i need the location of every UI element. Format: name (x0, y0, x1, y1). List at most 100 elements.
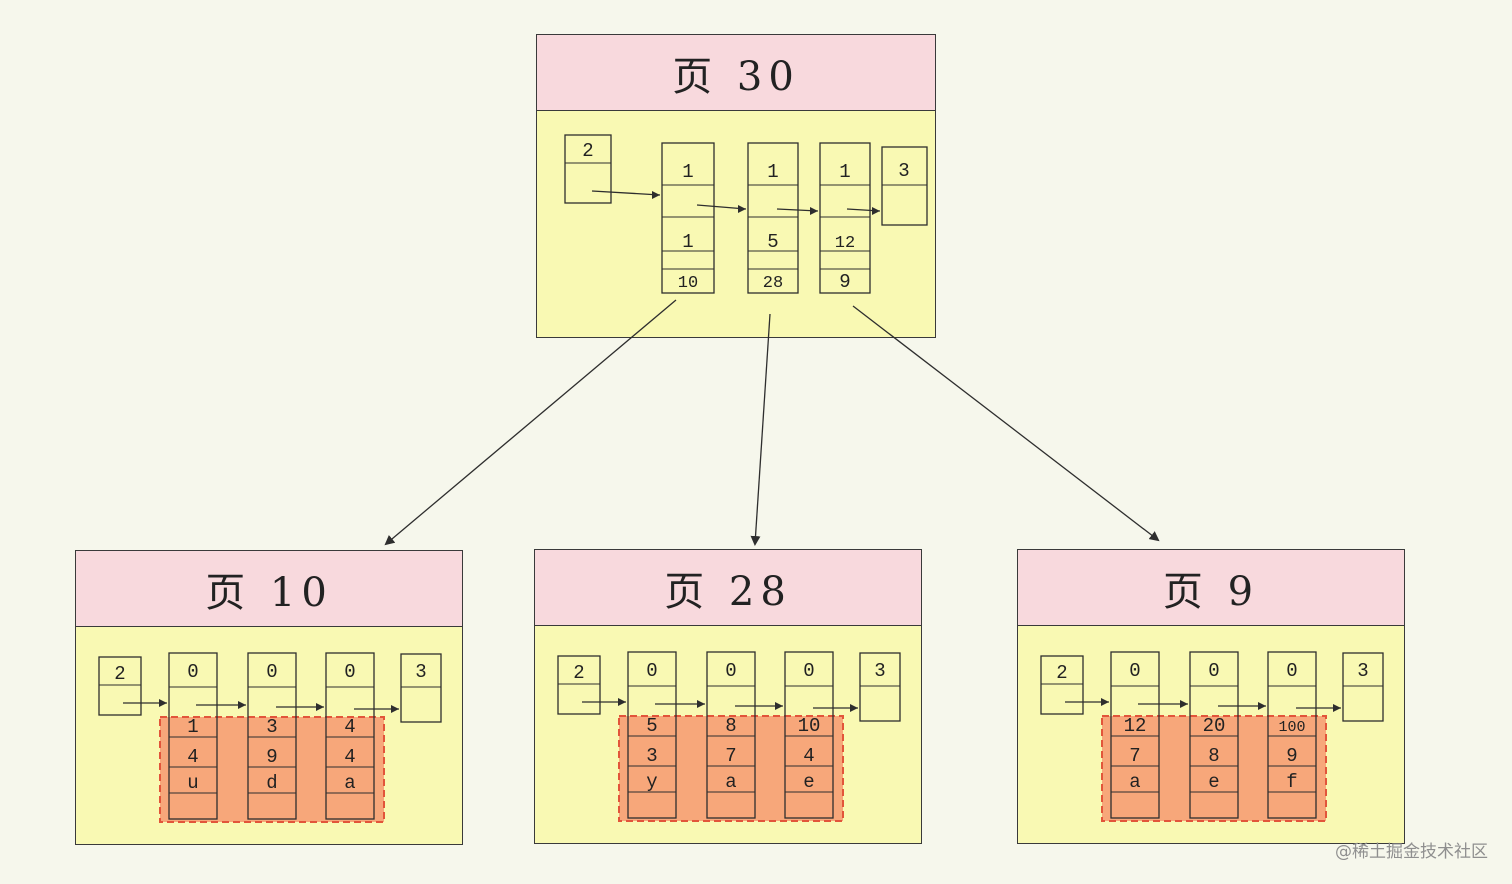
data-record (1110, 651, 1160, 819)
root-page-title: 页 30 (537, 35, 935, 111)
arrowhead-icon (850, 704, 858, 712)
arrowhead-icon (775, 702, 783, 710)
data-record (1267, 651, 1317, 819)
pointer-arrow-to-page-9 (852, 305, 1160, 542)
record-field-value: 4 (344, 746, 355, 768)
record-field-value: 9 (1286, 745, 1297, 767)
record-header-value: 0 (646, 660, 657, 682)
index-record-value: 10 (678, 274, 698, 293)
record-field-value: e (1208, 771, 1219, 793)
record-field-value: 1 (187, 716, 198, 738)
arrowhead-icon (316, 703, 324, 711)
record-field-value: 9 (266, 746, 277, 768)
leaf-page-title: 页 28 (535, 550, 921, 626)
record-field-value: 8 (725, 715, 736, 737)
next-record-arrow (591, 190, 661, 196)
infimum-value: 2 (114, 663, 125, 685)
arrowhead-icon (1258, 702, 1266, 710)
leaf-page-9: 页 9 2 3 0 12 7 a 0 20 8 e 0 100 9 f (1017, 549, 1405, 844)
record-field-value: d (266, 772, 277, 794)
supremum-record (1342, 652, 1384, 722)
record-field-value: f (1286, 771, 1297, 793)
infimum-value: 2 (573, 662, 584, 684)
index-record-value: 9 (839, 271, 850, 293)
next-record-arrow (696, 204, 747, 210)
record-field-value: 100 (1278, 719, 1305, 736)
arrowhead-icon (738, 205, 746, 213)
arrowhead-icon (1333, 704, 1341, 712)
index-record-value: 12 (835, 234, 855, 253)
supremum-record (859, 652, 901, 722)
arrowhead-icon (652, 191, 660, 199)
index-record-value: 1 (682, 231, 693, 253)
infimum-record (557, 655, 601, 715)
record-field-value: a (344, 772, 355, 794)
record-field-value: a (725, 771, 736, 793)
record-field-value: a (1129, 771, 1140, 793)
data-record (784, 651, 834, 819)
data-record (1189, 651, 1239, 819)
supremum-record (400, 653, 442, 723)
arrowhead-icon (872, 207, 880, 215)
record-field-value: e (803, 771, 814, 793)
index-record-value: 1 (839, 161, 850, 183)
arrowhead-icon (159, 699, 167, 707)
record-field-value: y (646, 771, 657, 793)
record-header-value: 0 (1208, 660, 1219, 682)
supremum-value: 3 (874, 660, 885, 682)
arrowhead-icon (391, 705, 399, 713)
index-record (661, 142, 715, 294)
record-field-value: 20 (1203, 715, 1226, 737)
record-field-value: 7 (725, 745, 736, 767)
supremum-record (881, 146, 928, 226)
supremum-value: 3 (1357, 660, 1368, 682)
arrowhead-icon (1101, 698, 1109, 706)
supremum-value: 3 (898, 160, 909, 182)
record-header-value: 0 (344, 661, 355, 683)
infimum-value: 2 (582, 140, 593, 162)
record-field-value: 7 (1129, 745, 1140, 767)
data-record (168, 652, 218, 820)
record-field-value: 3 (266, 716, 277, 738)
index-record (747, 142, 799, 294)
record-header-value: 0 (725, 660, 736, 682)
record-field-value: 4 (187, 746, 198, 768)
record-header-value: 0 (1129, 660, 1140, 682)
infimum-value: 2 (1056, 662, 1067, 684)
leaf-page-title: 页 9 (1018, 550, 1404, 626)
record-field-value: u (187, 772, 198, 794)
leaf-page-records: 2 3 0 12 7 a 0 20 8 e 0 100 9 f (1040, 651, 1384, 822)
record-header-value: 0 (187, 661, 198, 683)
user-records-highlight (618, 715, 844, 822)
record-field-value: 4 (344, 716, 355, 738)
record-header-value: 0 (1286, 660, 1297, 682)
record-field-value: 8 (1208, 745, 1219, 767)
arrowhead-icon (618, 698, 626, 706)
arrowhead-icon (238, 701, 246, 709)
record-field-value: 10 (798, 715, 821, 737)
data-record (627, 651, 677, 819)
record-field-value: 4 (803, 745, 814, 767)
index-record-value: 5 (767, 231, 778, 253)
leaf-page-title: 页 10 (76, 551, 462, 627)
record-header-value: 0 (266, 661, 277, 683)
infimum-record (564, 134, 612, 204)
infimum-record (1040, 655, 1084, 715)
watermark: @稀土掘金技术社区 (1335, 842, 1488, 862)
index-record-value: 1 (767, 161, 778, 183)
data-record (247, 652, 297, 820)
user-records-highlight (159, 716, 385, 823)
arrowhead-icon (810, 207, 818, 215)
record-header-value: 0 (803, 660, 814, 682)
pointer-arrow-to-page-28 (750, 313, 771, 546)
record-field-value: 12 (1124, 715, 1147, 737)
index-record-value: 1 (682, 161, 693, 183)
user-records-highlight (1101, 715, 1327, 822)
infimum-record (98, 656, 142, 716)
